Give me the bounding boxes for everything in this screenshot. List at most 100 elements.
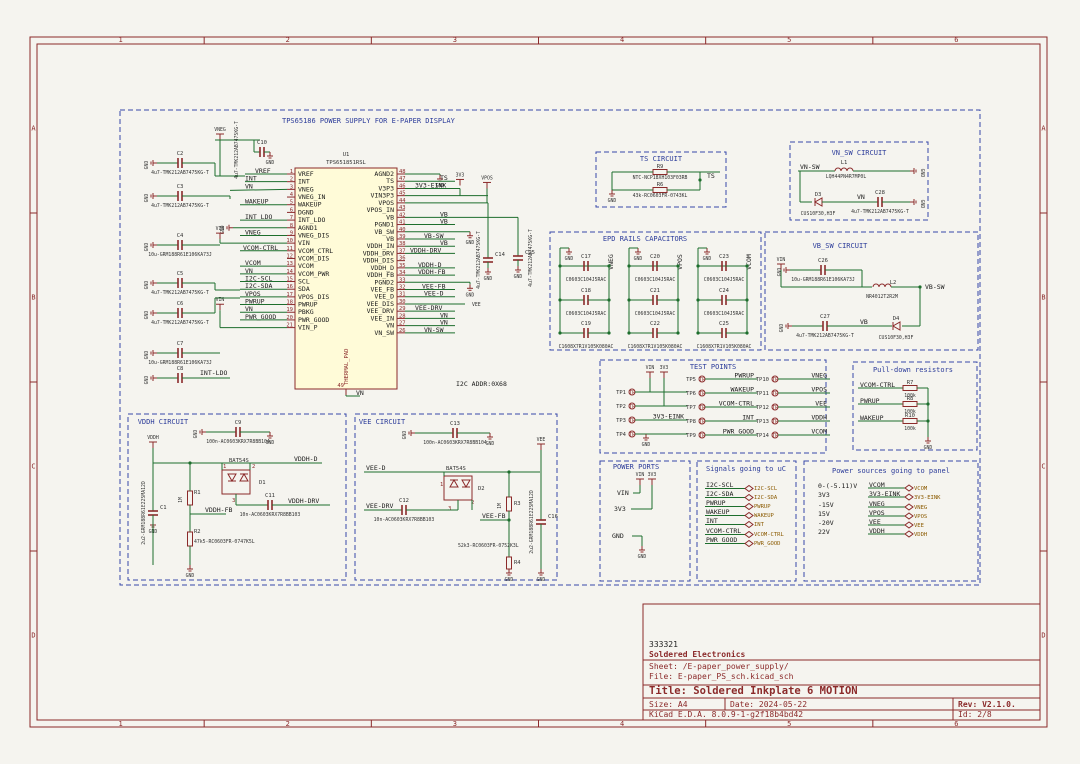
row-marker-right: A bbox=[1041, 125, 1046, 133]
panel-global-label: VPOS bbox=[914, 514, 927, 520]
net-label-int-ldo: INT_LDO bbox=[245, 213, 272, 221]
resistor-r10 bbox=[902, 418, 918, 424]
u1-part: TPS651851RSL bbox=[326, 160, 366, 166]
cap-ref: C10 bbox=[257, 140, 267, 146]
cap-value: 100n-AC0603KRX7R8BB104 bbox=[423, 440, 487, 446]
r2-ref: R2 bbox=[194, 529, 201, 535]
ground-symbol: GND bbox=[484, 268, 492, 282]
panel-voltage: -20V bbox=[818, 519, 834, 527]
power-flag: VIN bbox=[777, 257, 785, 270]
l2-value: NR4012T2R2M bbox=[866, 294, 898, 300]
column-marker-bottom: 4 bbox=[620, 720, 624, 728]
global-label-marker bbox=[744, 511, 754, 520]
gnd-label: GND bbox=[634, 256, 643, 262]
ground-symbol: GND bbox=[537, 569, 546, 583]
column-marker-top: 2 bbox=[286, 36, 290, 44]
net-label-vee-drv: VEE-DRV bbox=[415, 304, 442, 312]
cap-ref: C17 bbox=[581, 254, 591, 260]
ground-symbol: GND bbox=[144, 160, 157, 169]
ground-symbol: GND bbox=[910, 168, 925, 177]
cap-value: 10n-AC0603KRX7R8BB103 bbox=[374, 517, 435, 523]
ground-symbol: GND bbox=[779, 323, 792, 332]
l1-value: LQH44PN4R7MP0L bbox=[826, 174, 867, 180]
tp-badge: TP bbox=[699, 433, 706, 439]
panel-voltage: 3V3 bbox=[818, 491, 830, 499]
power-flag: VEE bbox=[537, 437, 545, 450]
net-label-vn: VN bbox=[245, 182, 253, 190]
cap-ref: C11 bbox=[265, 493, 275, 499]
junction-dot bbox=[507, 518, 511, 522]
gnd-label: GND bbox=[638, 554, 647, 560]
net-label-3v3-eink: 3V3-EINK bbox=[415, 181, 446, 189]
tp-badge: TP bbox=[699, 419, 706, 425]
power-flag-label: 3V3 bbox=[660, 365, 669, 371]
r4-ref: R4 bbox=[514, 560, 521, 566]
diode-body bbox=[449, 478, 459, 488]
net-label-vddh-d: VDDH-D bbox=[418, 261, 442, 269]
junction-dot bbox=[696, 298, 700, 302]
net-label-vcom-ctrl: VCOM-CTRL bbox=[243, 244, 278, 252]
cap-value-c10: 4u7-TMK212AB7475KG-T bbox=[234, 121, 240, 179]
u1-pin-number: 43 bbox=[399, 205, 406, 211]
tp-net-label: VDDH bbox=[811, 414, 827, 422]
main-title: TPS65186 POWER SUPPLY FOR E-PAPER DISPLA… bbox=[282, 117, 456, 125]
junction-dot bbox=[676, 264, 680, 268]
port-vin-label: VIN bbox=[617, 489, 629, 497]
cap-ref: C21 bbox=[650, 288, 660, 294]
u1-pin-number: 44 bbox=[399, 198, 406, 204]
panel-net-label: VDDH bbox=[869, 527, 885, 535]
cap-ref: C27 bbox=[820, 314, 830, 320]
tp-ref: TP5 bbox=[686, 377, 696, 383]
panel-net-label: 3V3-EINK bbox=[869, 490, 900, 498]
capacitor-c19: C19 bbox=[578, 321, 594, 338]
tp-net-label: INT bbox=[742, 414, 754, 422]
tp-ref: TP9 bbox=[686, 433, 696, 439]
net-label-vn-sw: VN-SW bbox=[424, 326, 444, 334]
power-ports-title: POWER PORTS bbox=[613, 463, 659, 471]
u1-pin-number: 7 bbox=[290, 215, 293, 221]
power-flag: VNEG bbox=[214, 127, 226, 140]
gnd-label: GND bbox=[186, 573, 195, 579]
net-label-i2c-sda: I2C-SDA bbox=[245, 282, 272, 290]
vddh-circuit-box bbox=[127, 413, 347, 581]
u1-pin-name: VB bbox=[386, 235, 394, 243]
gnd-label: GND bbox=[779, 324, 785, 333]
u1-pin-number: 45 bbox=[399, 191, 406, 197]
u1-pin-number: 3 bbox=[290, 184, 293, 190]
row-marker-left: C bbox=[31, 463, 35, 471]
epd-cap-value: C0603C104J5RAC bbox=[566, 277, 607, 283]
capacitor-c21: C21 bbox=[647, 288, 663, 305]
panel-power-sources: Power sources going to panel0-(-5.11)V3V… bbox=[818, 467, 950, 538]
net-label-int: INT bbox=[245, 175, 257, 183]
u1-pin-name: VB_SW bbox=[374, 228, 394, 236]
u1-pin-name: VIN3P3 bbox=[371, 192, 395, 200]
global-label-marker bbox=[744, 493, 754, 502]
u1-pin-name: VDDH_DIS bbox=[363, 257, 394, 265]
uc-net-label: I2C-SCL bbox=[706, 481, 733, 489]
resistor-r9 bbox=[652, 169, 668, 175]
row-marker-left: D bbox=[31, 632, 35, 640]
junction-dot bbox=[676, 298, 680, 302]
ground-symbol: GND bbox=[144, 375, 157, 384]
vn-net-label: VN bbox=[857, 193, 865, 201]
ts-circuit-box bbox=[595, 151, 727, 208]
gnd-label: GND bbox=[537, 577, 546, 583]
u1-pin-name: VPOS bbox=[378, 199, 394, 207]
global-label-marker bbox=[744, 539, 754, 548]
junction-dot bbox=[607, 298, 611, 302]
ground-symbol: GND bbox=[193, 429, 206, 438]
u1-pin-name: VN bbox=[386, 322, 394, 330]
r2-value: 47k5-RC0603FR-0747K5L bbox=[194, 539, 255, 545]
global-label-marker bbox=[744, 520, 754, 529]
ground-symbol: GND bbox=[220, 224, 233, 234]
uc-global-label: INT bbox=[754, 522, 765, 528]
tp-net-label: VCOM bbox=[811, 428, 827, 436]
cap-value: 10u-GRM188R61E106KA73J bbox=[148, 360, 212, 366]
